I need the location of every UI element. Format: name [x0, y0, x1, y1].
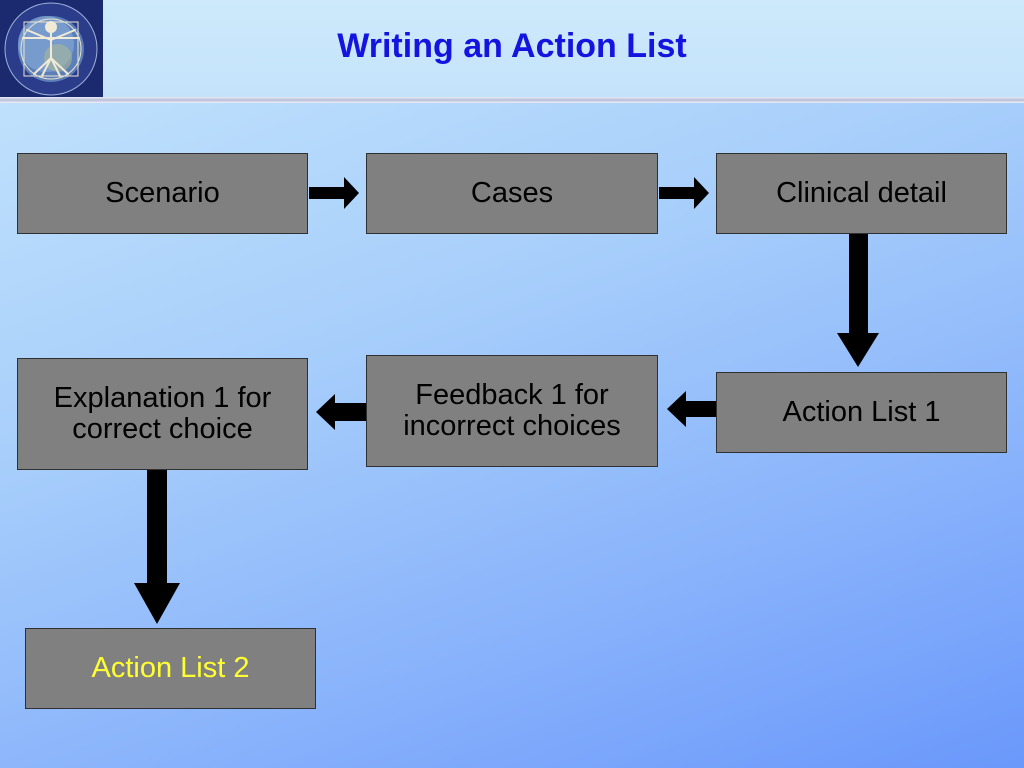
cases-box: Cases: [366, 153, 658, 234]
arrow-action-list-1-to-feedback-1: [667, 391, 716, 427]
cases-label: Cases: [470, 177, 554, 209]
feedback-1-label: Feedback 1 for incorrect choices: [403, 379, 621, 442]
action-list-1-box: Action List 1: [716, 372, 1007, 453]
arrow-scenario-to-cases: [309, 177, 359, 209]
feedback-1-box: Feedback 1 for incorrect choices: [366, 355, 658, 467]
header-band: [0, 0, 1024, 100]
action-list-2-box: Action List 2: [25, 628, 316, 709]
scenario-label: Scenario: [105, 177, 220, 209]
action-list-2-label: Action List 2: [91, 652, 250, 684]
scenario-box: Scenario: [17, 153, 308, 234]
arrow-clinical-detail-to-action-list-1: [837, 234, 879, 367]
vitruvian-man-globe-seal-icon: [0, 0, 103, 98]
arrow-cases-to-clinical-detail: [659, 177, 709, 209]
title-divider: [0, 97, 1024, 103]
explanation-1-box: Explanation 1 for correct choice: [17, 358, 308, 470]
action-list-1-label: Action List 1: [782, 396, 941, 428]
explanation-1-label: Explanation 1 for correct choice: [53, 382, 272, 445]
clinical-detail-label: Clinical detail: [776, 177, 947, 209]
consortium-logo: [0, 0, 103, 98]
arrow-feedback-1-to-explanation-1: [316, 394, 366, 430]
clinical-detail-box: Clinical detail: [716, 153, 1007, 234]
page-title: Writing an Action List: [337, 27, 687, 65]
arrow-explanation-1-to-action-list-2: [134, 470, 180, 624]
